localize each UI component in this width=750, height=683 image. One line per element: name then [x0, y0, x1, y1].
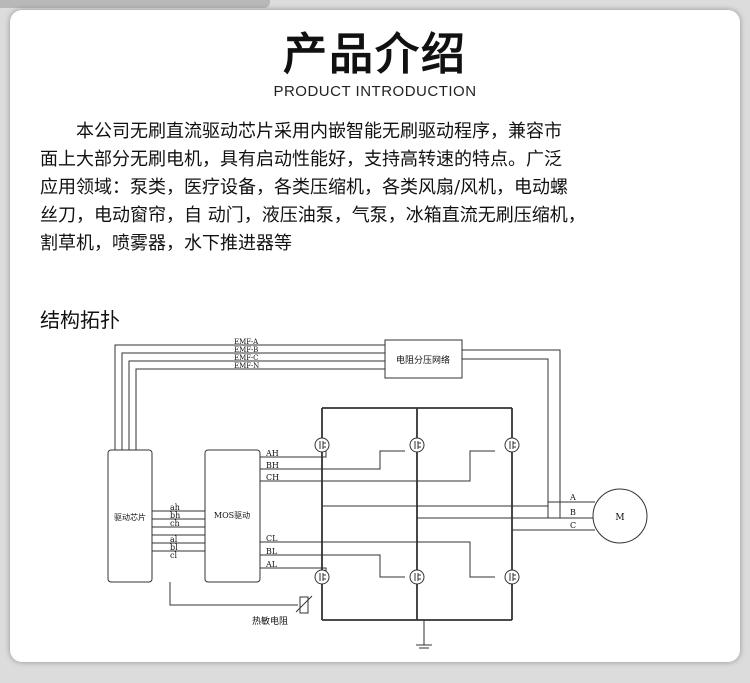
chip-pin-label: al	[170, 535, 178, 544]
mos-driver-label: MOS驱动	[214, 510, 250, 520]
gate-label-high: CH	[266, 473, 279, 482]
intro-line: 丝刀，电动窗帘，自 动门，液压油泵，气泵，冰箱直流无刷压缩机，	[40, 205, 586, 226]
phase-lines	[322, 501, 595, 531]
resistor-divider-box	[384, 339, 463, 379]
driver-chip-label: 驱动芯片	[114, 512, 146, 522]
chip-pin-label: bl	[170, 543, 178, 552]
intro-line: 割草机，喷雾器，水下推进器等	[40, 233, 292, 254]
mosfet-low-c	[504, 569, 520, 585]
mosfet-low-a	[314, 569, 330, 585]
gate-label-low: BL	[266, 547, 278, 556]
thermistor-label: 热敏电阻	[252, 615, 288, 627]
gate-label-high: BH	[266, 461, 279, 470]
resistor-divider-label: 电阻分压网络	[396, 354, 450, 366]
motor-label: M	[615, 513, 624, 523]
mosfet-high-b	[409, 437, 425, 453]
chip-pin-label: bh	[170, 511, 180, 520]
mosfet-high-a	[314, 437, 330, 453]
phase-label: A	[569, 493, 576, 502]
mosfet-high-c	[504, 437, 520, 453]
driver-chip-box	[107, 449, 153, 583]
phase-label: C	[570, 521, 576, 530]
emf-label: EMF-B	[234, 346, 258, 354]
gate-label-low: AL	[265, 560, 278, 569]
chip-pin-lines	[152, 510, 205, 552]
mos-driver-box	[204, 449, 261, 583]
mosfet-low-b	[409, 569, 425, 585]
section-title-topology: 结构拓扑	[40, 308, 120, 332]
emf-label: EMF-A	[234, 338, 259, 346]
emf-label: EMF-N	[234, 362, 259, 370]
intro-line: 应用领域：泵类，医疗设备，各类压缩机，各类风扇/风机，电动螺	[40, 177, 569, 198]
gate-label-high: AH	[265, 449, 279, 458]
emf-label: EMF-C	[234, 354, 259, 362]
ground-symbol	[416, 620, 432, 649]
page-title: 产品介绍	[283, 29, 467, 80]
intro-line: 面上大部分无刷电机，具有启动性能好，支持高转速的特点。广泛	[40, 149, 562, 170]
gate-label-low: CL	[266, 534, 278, 543]
emf-lines	[114, 344, 385, 450]
intro-paragraph: 本公司无刷直流驱动芯片采用内嵌智能无刷驱动程序，兼容市 面上大部分无刷电机，具有…	[40, 118, 710, 258]
chip-pin-label: ch	[170, 519, 180, 528]
thermistor-symbol	[295, 595, 313, 614]
page-subtitle: PRODUCT INTRODUCTION	[273, 83, 477, 100]
top-accent-bar	[0, 0, 270, 8]
intro-line: 本公司无刷直流驱动芯片采用内嵌智能无刷驱动程序，兼容市	[76, 121, 562, 142]
chip-pin-label: cl	[170, 551, 177, 560]
phase-label: B	[570, 508, 576, 517]
motor-symbol	[592, 488, 648, 544]
chip-pin-label: ah	[170, 503, 180, 512]
